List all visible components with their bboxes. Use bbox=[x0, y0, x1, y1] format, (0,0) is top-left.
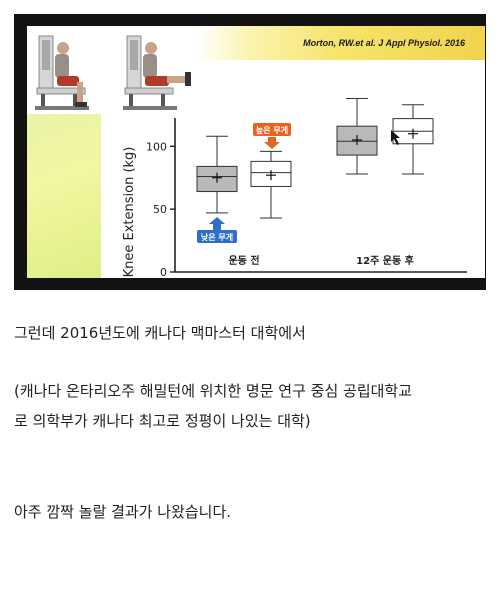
high-weight-arrow-icon bbox=[264, 137, 280, 149]
citation-banner bbox=[197, 26, 485, 60]
slide: Morton, RW.et al. J Appl Physiol. 2016 0… bbox=[27, 26, 485, 278]
leg-extension-machine-illustration-2 bbox=[123, 35, 191, 110]
high-weight-tag bbox=[253, 123, 291, 136]
body-line-3: 로 의학부가 캐나다 최고로 정평이 나있는 대학) bbox=[14, 412, 311, 430]
x-group-label-2: 12주 운동 후 bbox=[356, 254, 414, 267]
x-group-label-1: 운동 전 bbox=[228, 254, 259, 267]
low-weight-tag bbox=[197, 230, 237, 243]
yellow-decoration-left bbox=[27, 114, 101, 278]
box-3-iqr-box bbox=[336, 125, 378, 156]
citation-text: Morton, RW.et al. J Appl Physiol. 2016 bbox=[303, 38, 465, 48]
low-weight-label: 낮은 무게 bbox=[201, 232, 233, 242]
body-line-2: (캐나다 온타리오주 해밀턴에 위치한 명문 연구 중심 공립대학교 bbox=[14, 382, 413, 400]
high-weight-label: 높은 무게 bbox=[256, 125, 288, 135]
leg-extension-machine-illustration-1 bbox=[35, 35, 89, 110]
y-axis-title: Knee Extension (kg) bbox=[122, 147, 137, 278]
cursor-icon bbox=[391, 130, 400, 145]
body-line-1: 그런데 2016년도에 캐나다 맥마스터 대학에서 bbox=[14, 324, 306, 342]
low-weight-arrow-icon bbox=[209, 217, 225, 230]
body-line-4: 아주 깜짝 놀랄 결과가 나왔습니다. bbox=[14, 503, 232, 521]
y-tick-label: 100 bbox=[146, 140, 167, 153]
y-tick-label: 50 bbox=[153, 203, 167, 216]
y-tick-label: 0 bbox=[160, 266, 167, 278]
